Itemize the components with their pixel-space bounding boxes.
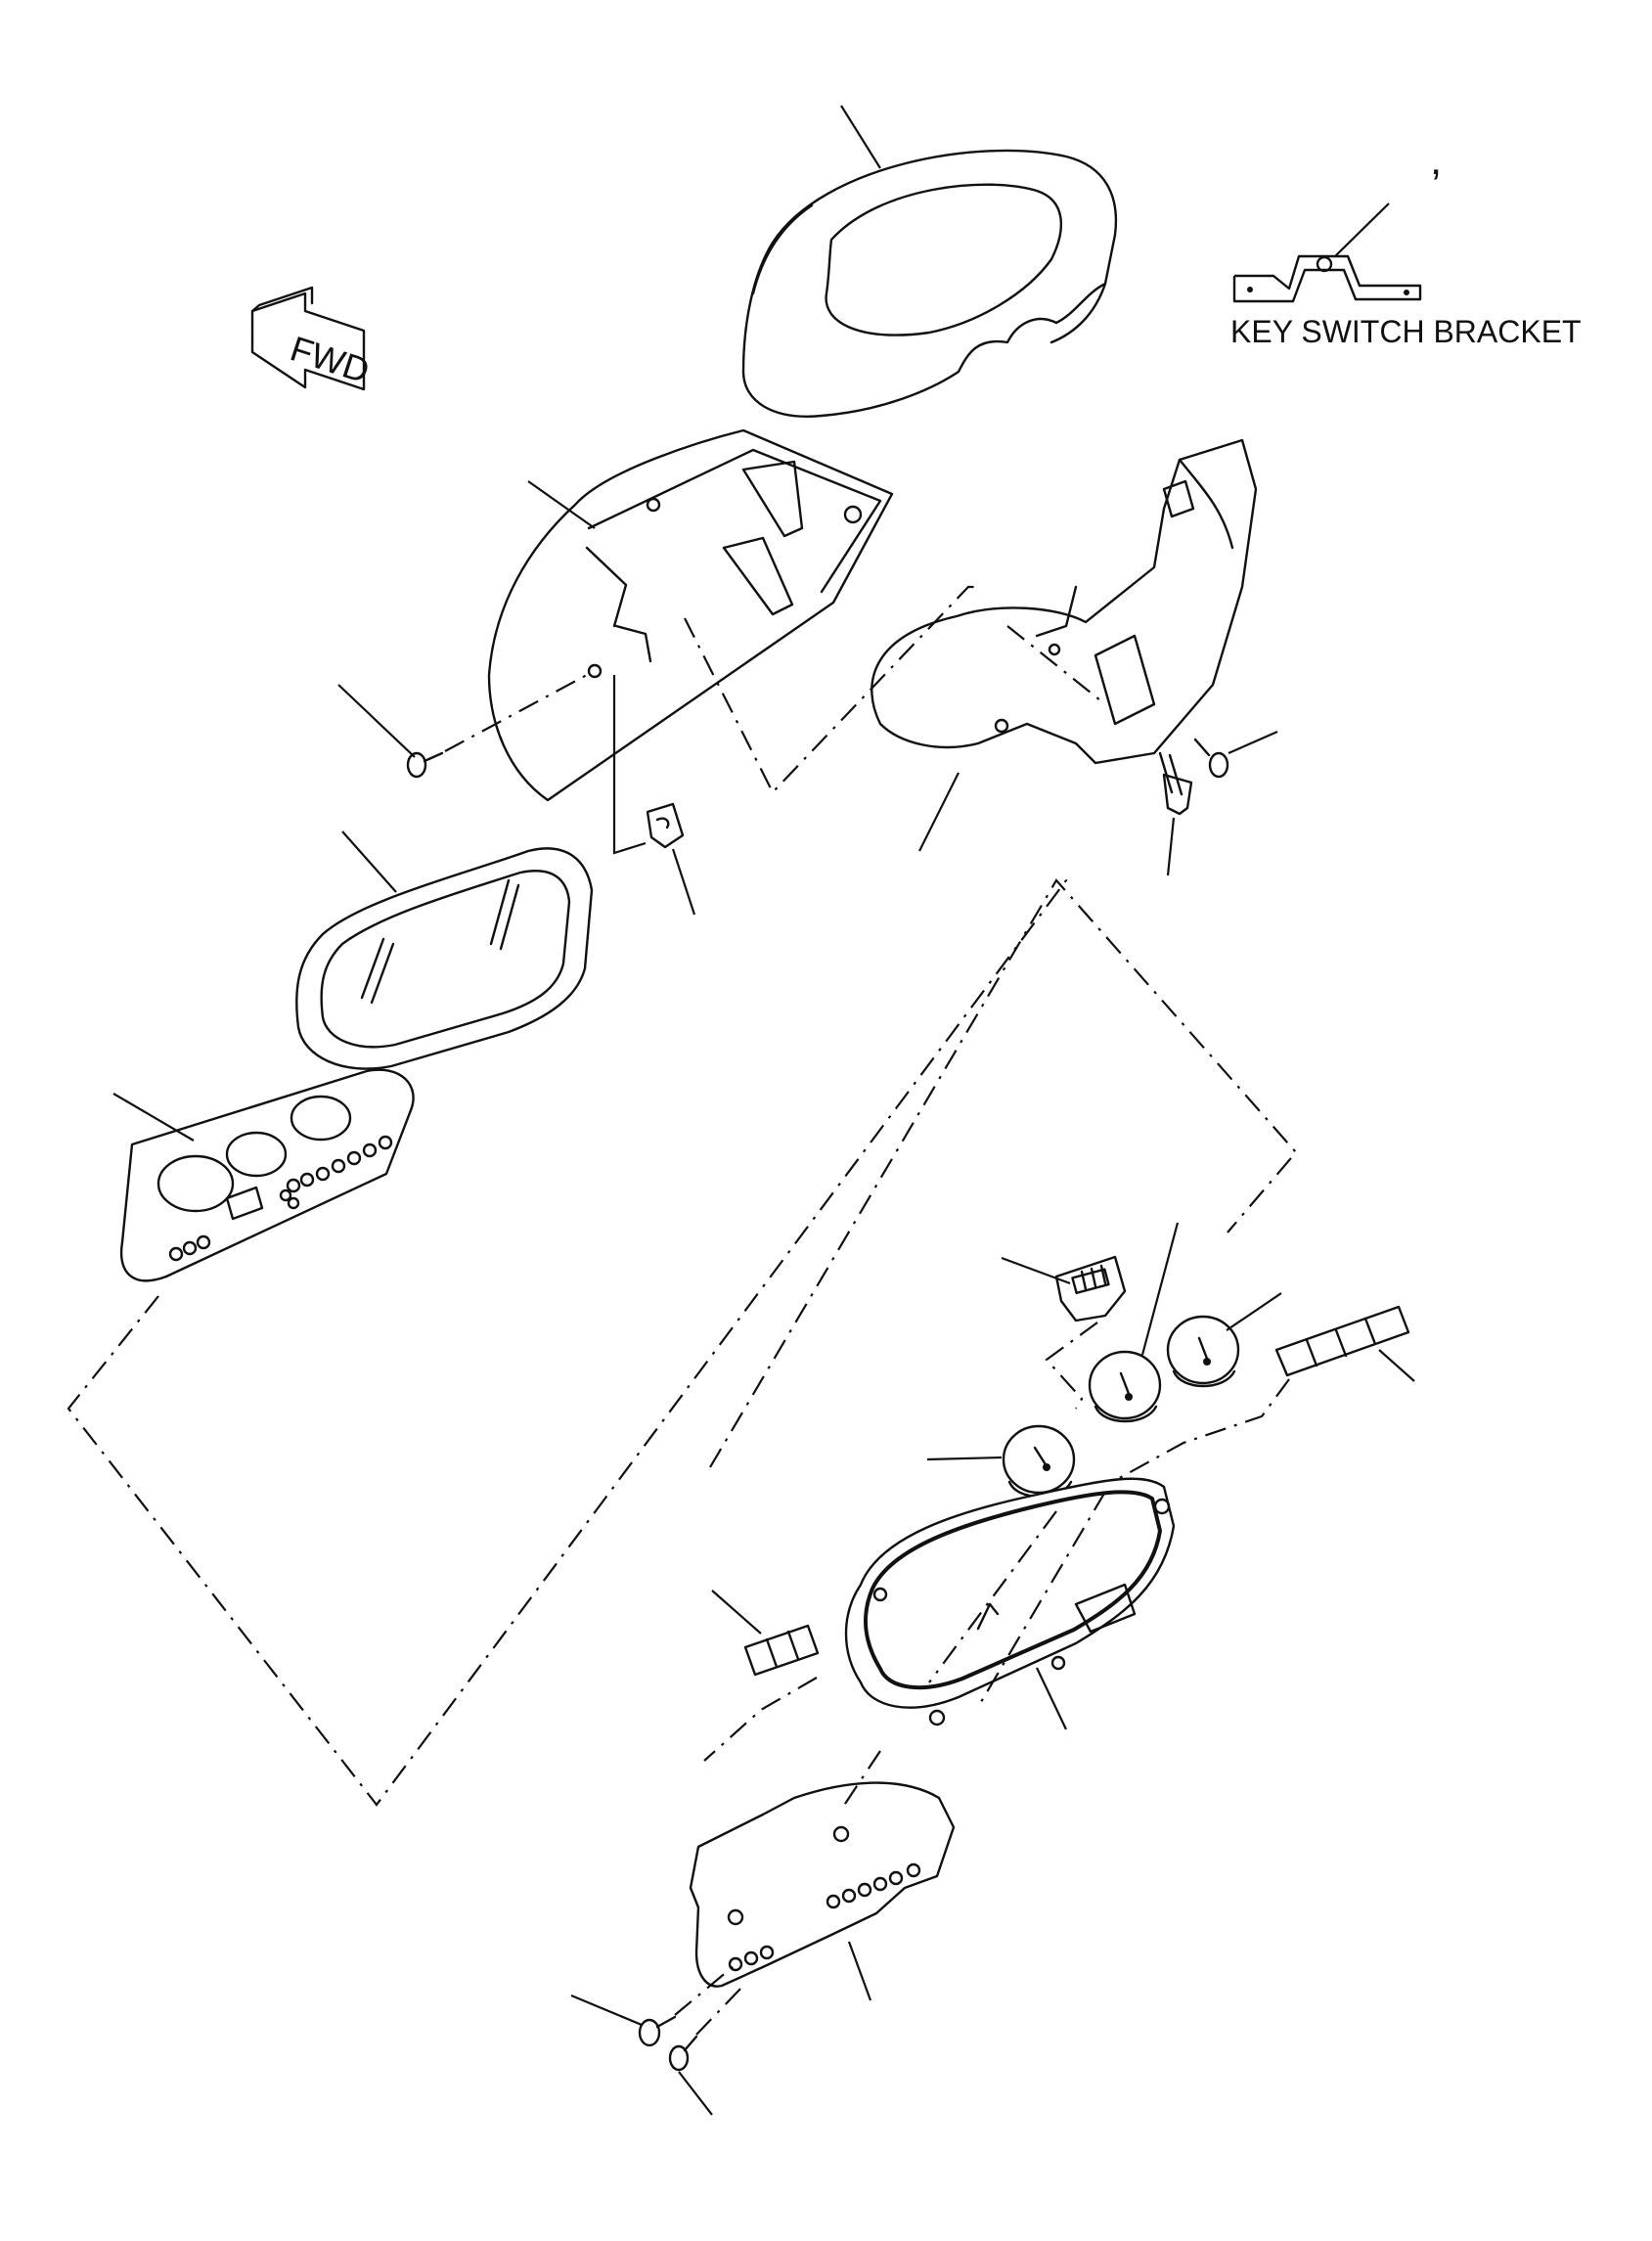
circuit-board [689,1750,956,2001]
board-led-holes [728,1862,921,1972]
key-switch-bracket-label: KEY SWITCH BRACKET [1230,314,1582,349]
indicator-lamp-strip-right [1085,1305,1415,1498]
meter-cluster-case [844,1477,1176,1730]
meter-case-rear [487,428,894,802]
key-switch-bracket: , KEY SWITCH BRACKET [1230,136,1582,349]
fwd-arrow: FWD [250,286,375,391]
meter-hood-cover [741,105,1118,418]
gauge-right [1166,1292,1282,1388]
case-link-dash [684,585,978,794]
meter-glass [295,830,594,1070]
meter-case-front [871,438,1258,852]
screw-right [1193,730,1278,779]
gauge-middle [1088,1222,1180,1423]
tick-mark: , [1430,136,1442,184]
bolt [1158,751,1193,876]
indicator-lamp-strip-left [703,1590,820,1762]
clip [612,675,696,916]
indicator-holes [168,1135,393,1262]
upper-cluster-dash [709,878,1298,1468]
dial-face-plate [112,1068,415,1282]
hour-meter [1001,1255,1127,1410]
screw-left-upper [337,674,588,779]
gauge-left [926,1424,1076,1499]
screw-bottom-upper [570,1965,735,2047]
dial-to-cluster-dash [67,874,1068,1807]
screw-bottom-lower [668,1985,744,2116]
